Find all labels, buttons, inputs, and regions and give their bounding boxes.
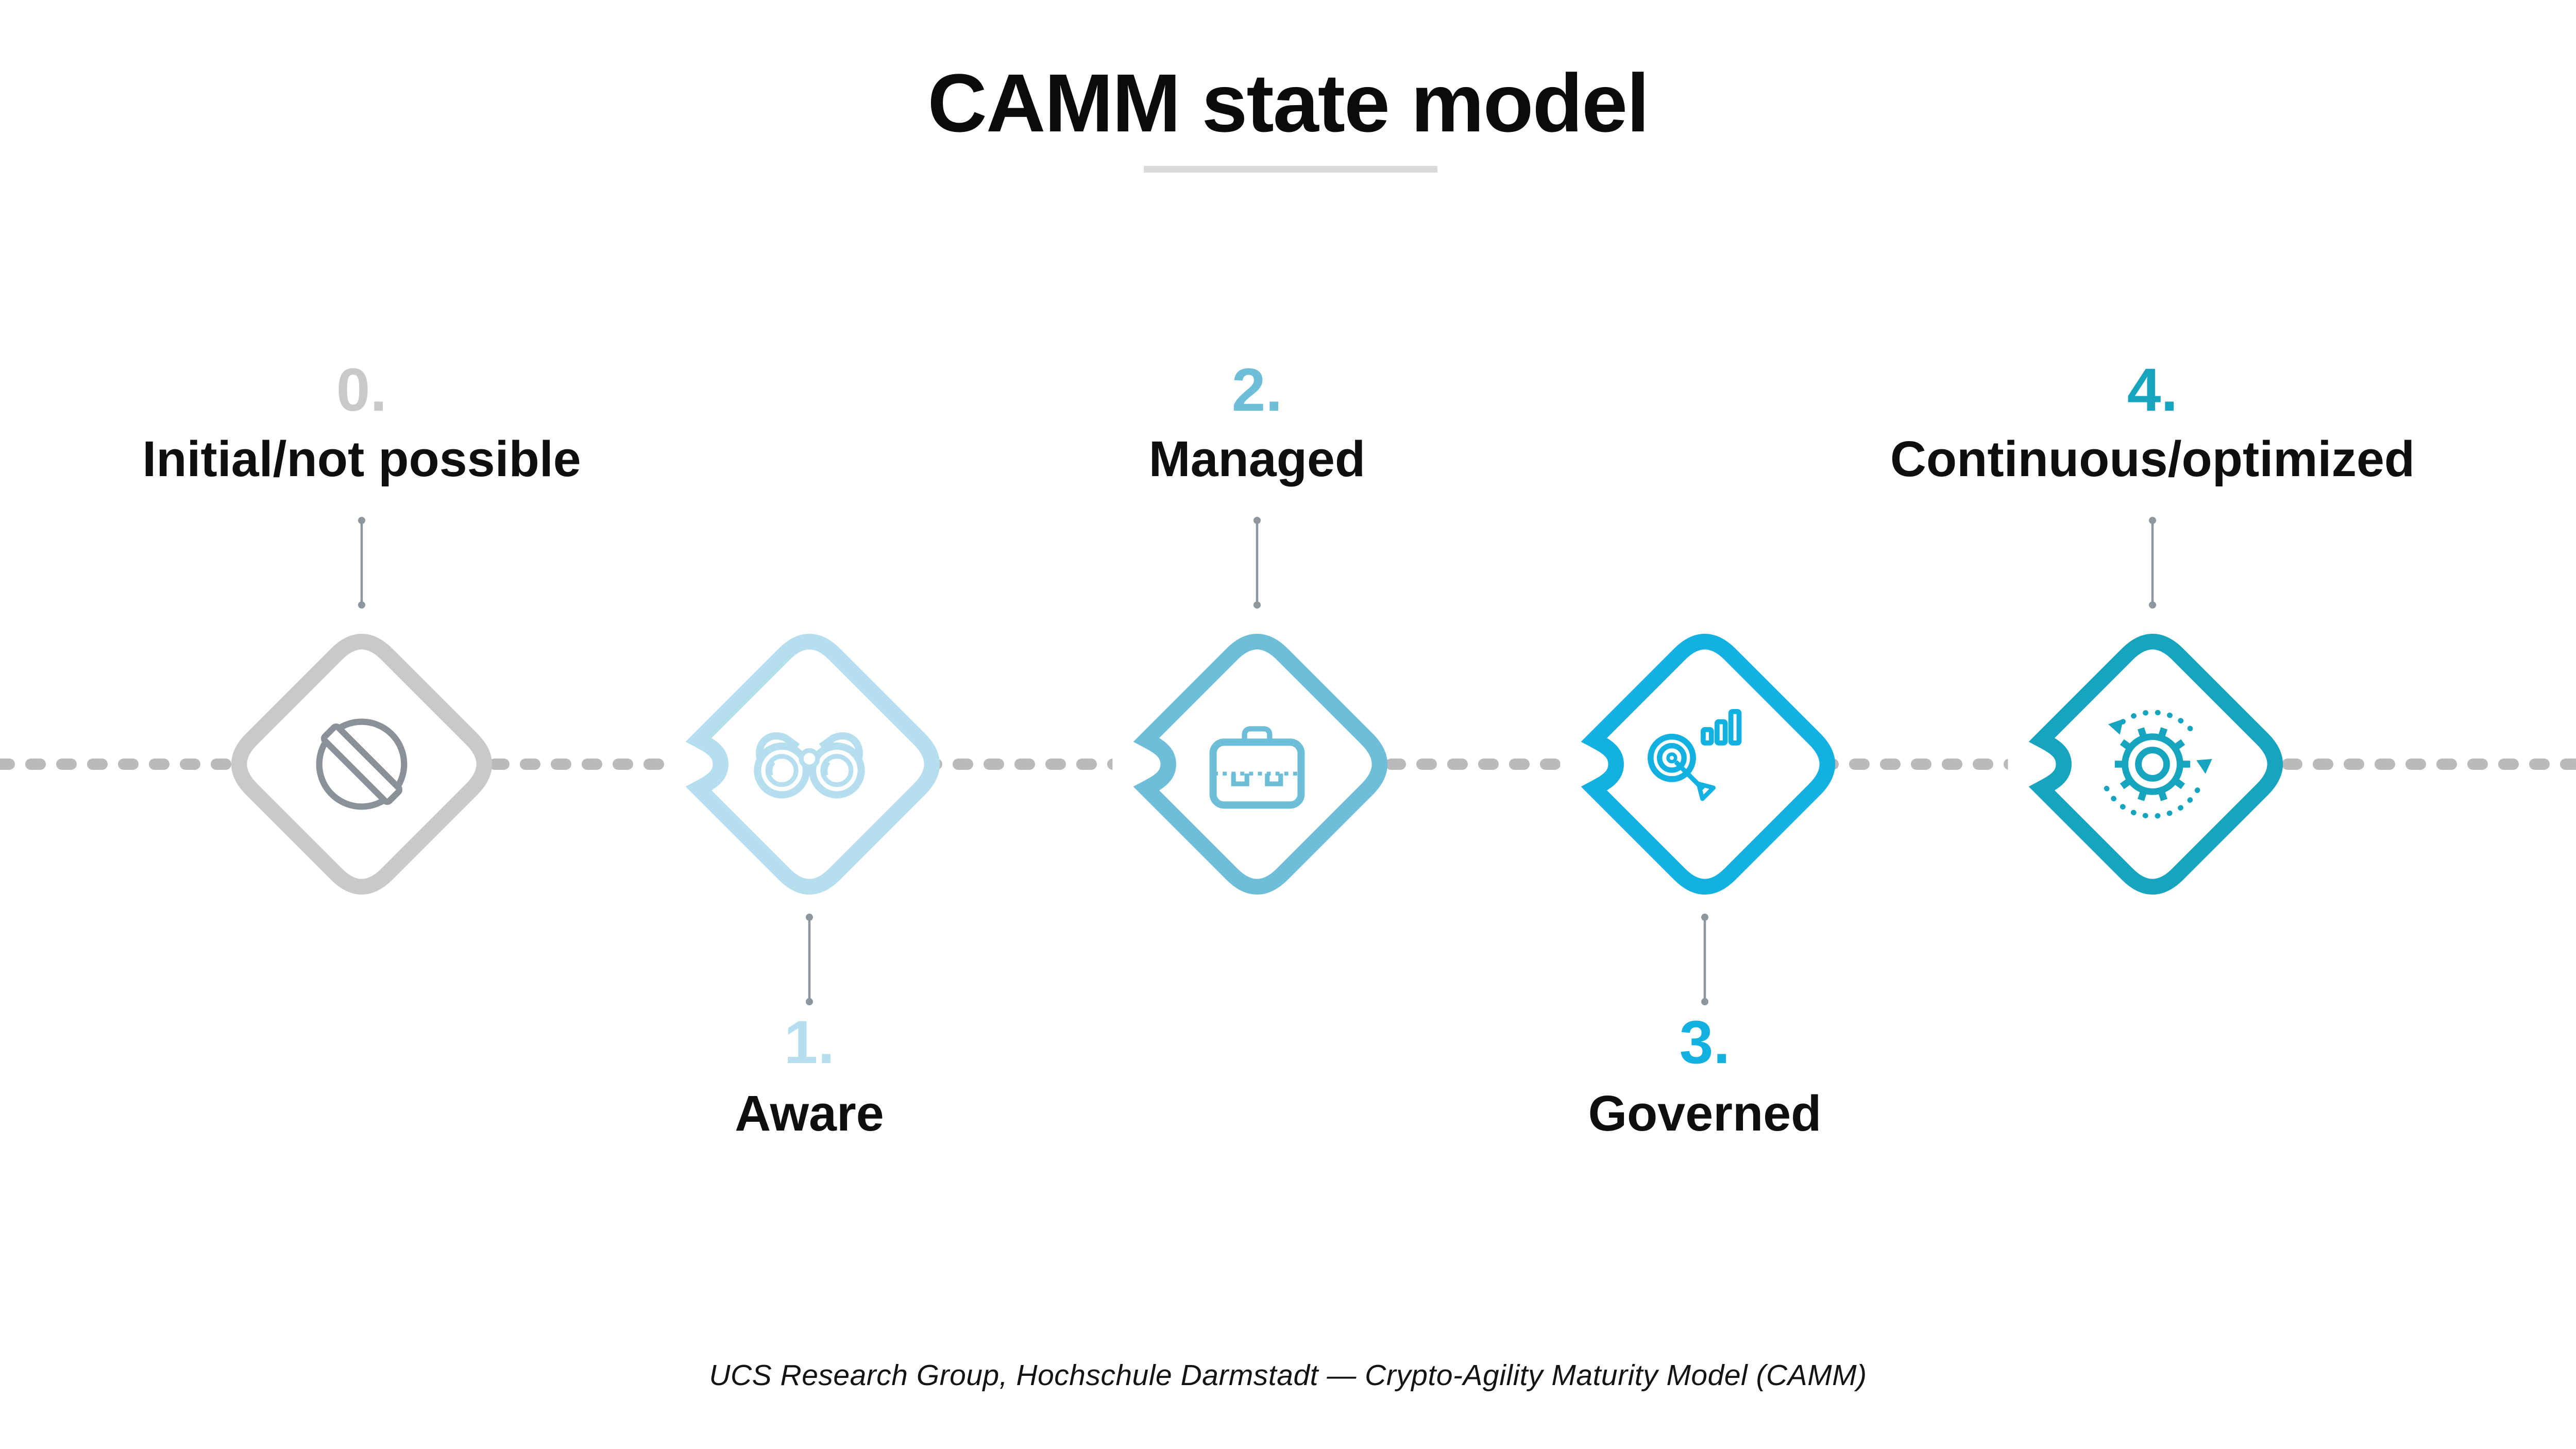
connector-line (2149, 517, 2156, 609)
binoculars-icon (754, 732, 865, 799)
briefcase-icon (1209, 726, 1305, 809)
stage-label: Managed (1148, 431, 1366, 487)
connector-line (358, 517, 365, 609)
stage-diamond (2008, 633, 2283, 895)
source-attribution: UCS Research Group, Hochschule Darmstadt… (709, 1359, 1867, 1392)
stage-number: 3. (1679, 1008, 1731, 1076)
stage-label: Initial/not possible (142, 431, 581, 487)
stage-diamond (665, 633, 940, 895)
prohibited-icon (316, 718, 408, 810)
page-title: CAMM state model (927, 57, 1649, 149)
stage-label: Aware (735, 1085, 884, 1141)
gear-cycle-icon (2099, 710, 2212, 819)
title-underline (1144, 166, 1437, 173)
stage-label: Governed (1588, 1085, 1822, 1141)
connector-line (806, 914, 813, 1005)
stage-number: 4. (2127, 356, 2178, 424)
stage-number: 0. (336, 356, 387, 424)
diamond-outline (1581, 633, 1836, 895)
stage-diamond (1560, 633, 1836, 895)
stage-label: Continuous/optimized (1890, 431, 2415, 487)
stage-diamond (231, 633, 493, 895)
stage-diamond (1112, 633, 1388, 895)
stage-number: 2. (1231, 356, 1283, 424)
target-bars-icon (1647, 709, 1742, 801)
connector-line (1253, 517, 1261, 609)
stage-number: 1. (784, 1008, 835, 1076)
connector-line (1701, 914, 1708, 1005)
